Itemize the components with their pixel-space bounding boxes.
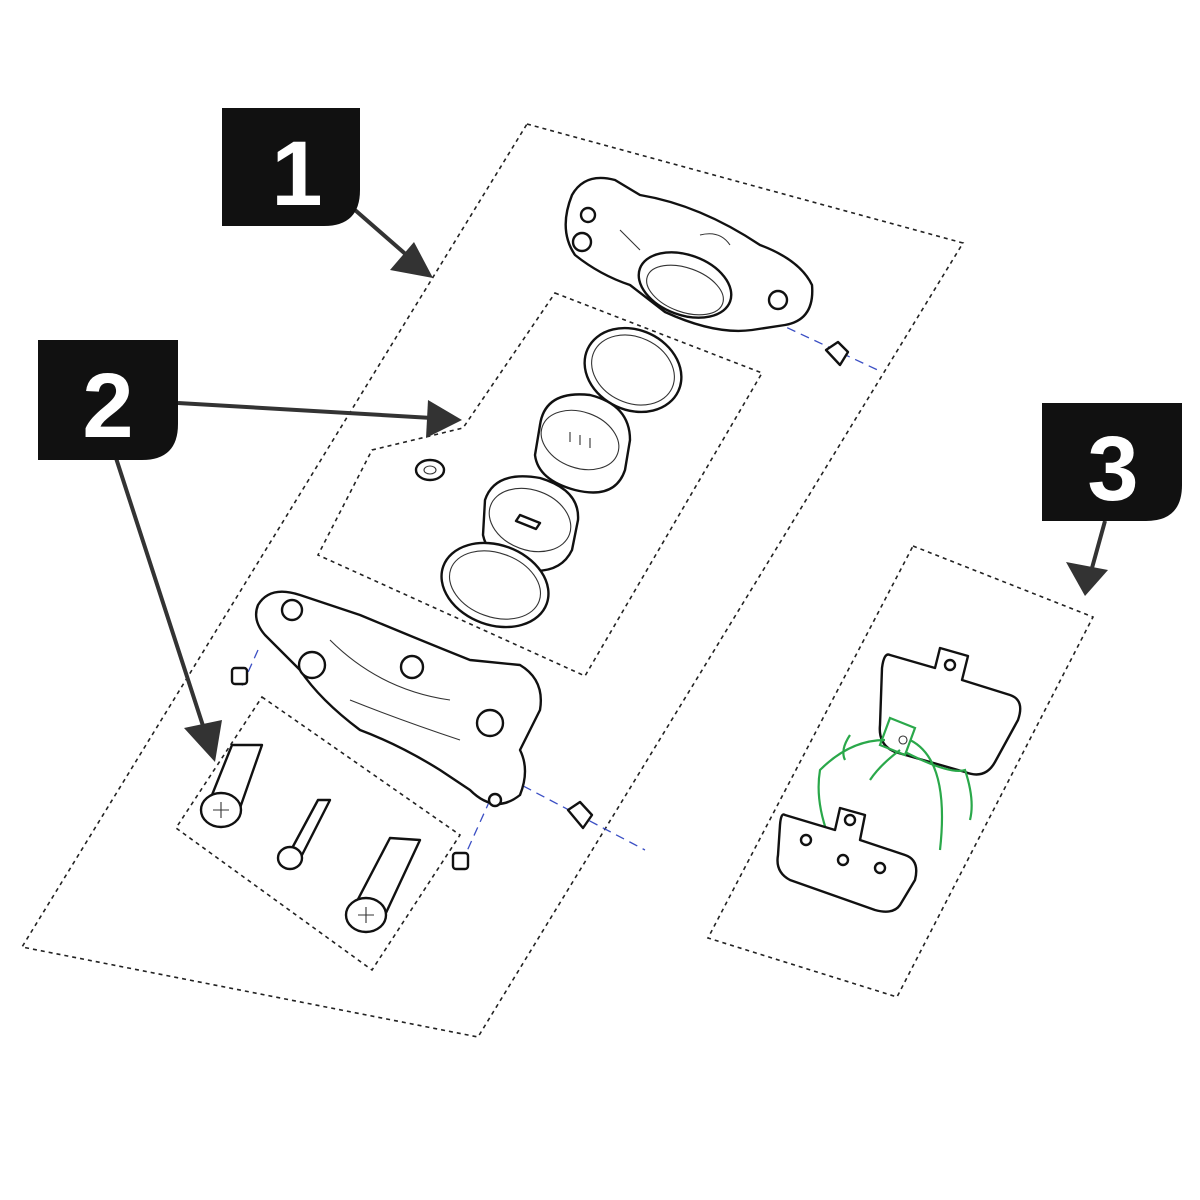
arrow-callout-1	[353, 208, 433, 278]
brake-pad-front	[776, 806, 918, 913]
callout-3-number: 3	[1087, 418, 1138, 520]
group-1-outline	[20, 123, 965, 1038]
bolt-small-middle	[276, 798, 332, 871]
callout-1-number: 1	[271, 123, 322, 225]
caliper-outboard-half	[564, 176, 814, 333]
plug-right	[451, 851, 470, 871]
callout-1: 1	[222, 108, 360, 226]
bleed-screw-bottom	[566, 800, 594, 830]
arrow-callout-3	[1066, 520, 1108, 596]
plug-left	[230, 666, 249, 686]
bleed-screw-top	[824, 340, 850, 367]
brake-pad-rear	[878, 646, 1022, 776]
callout-3: 3	[1042, 403, 1182, 521]
bolt-long-right	[344, 836, 422, 934]
arrow-callout-2-bolts	[113, 454, 222, 762]
group-3-pads-outline	[706, 544, 1095, 998]
piston-seal-bottom	[440, 541, 550, 629]
axis-line-right	[462, 799, 491, 861]
piston-top	[533, 393, 632, 494]
callout-2-number: 2	[82, 355, 133, 457]
caliper-inboard-half	[254, 590, 542, 808]
o-ring-small	[414, 458, 446, 482]
callout-2: 2	[38, 340, 178, 460]
group-2-bolts-outline	[174, 695, 462, 972]
bolt-long-left	[199, 743, 264, 829]
pad-spring	[817, 716, 973, 851]
group-2-seals-outline	[316, 292, 764, 678]
arrow-callout-2-seals	[177, 400, 462, 438]
